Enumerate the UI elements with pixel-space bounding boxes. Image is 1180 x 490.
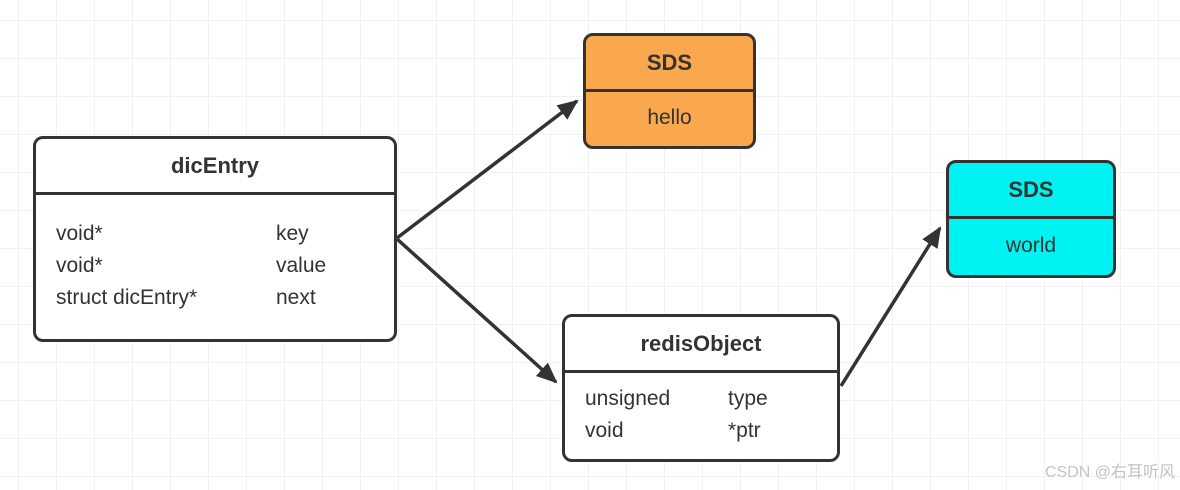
field-name: value: [276, 253, 327, 277]
node-sds-hello-value: hello: [647, 105, 692, 129]
field-type: void: [585, 418, 624, 442]
node-dicentry-body: void* key void* value struct dicEntry* n…: [36, 195, 394, 336]
field-name: type: [728, 386, 768, 410]
field-name: key: [276, 221, 309, 245]
node-sds-hello[interactable]: SDS hello: [583, 33, 756, 149]
arrow-redisobject-ptr-to-sds-world: [839, 226, 942, 387]
node-dicentry[interactable]: dicEntry void* key void* value struct di…: [33, 136, 397, 342]
node-dicentry-title: dicEntry: [36, 139, 394, 195]
node-redisobject-body: unsigned type void *ptr: [565, 373, 837, 456]
field-name: next: [276, 285, 316, 309]
node-sds-world-value: world: [1005, 233, 1057, 257]
field-row: struct dicEntry* next: [56, 282, 394, 314]
arrow-dicentry-value-to-redisobject: [395, 237, 558, 384]
node-redisobject-title: redisObject: [565, 317, 837, 373]
field-row: unsigned type: [585, 383, 837, 415]
field-row: void *ptr: [585, 415, 837, 447]
node-sds-world[interactable]: SDS world: [946, 160, 1116, 278]
field-row: void* value: [56, 250, 394, 282]
watermark: CSDN @右耳听风: [1044, 464, 1175, 481]
field-type: void*: [56, 221, 103, 245]
field-type: struct dicEntry*: [56, 285, 198, 309]
field-type: unsigned: [585, 386, 671, 410]
field-row: void* key: [56, 218, 394, 250]
field-name: *ptr: [728, 418, 761, 442]
node-redisobject[interactable]: redisObject unsigned type void *ptr: [562, 314, 840, 462]
node-sds-world-title: SDS: [949, 163, 1113, 219]
node-sds-hello-title: SDS: [586, 36, 753, 92]
arrow-dicentry-key-to-sds-hello: [395, 99, 579, 240]
field-type: void*: [56, 253, 103, 277]
